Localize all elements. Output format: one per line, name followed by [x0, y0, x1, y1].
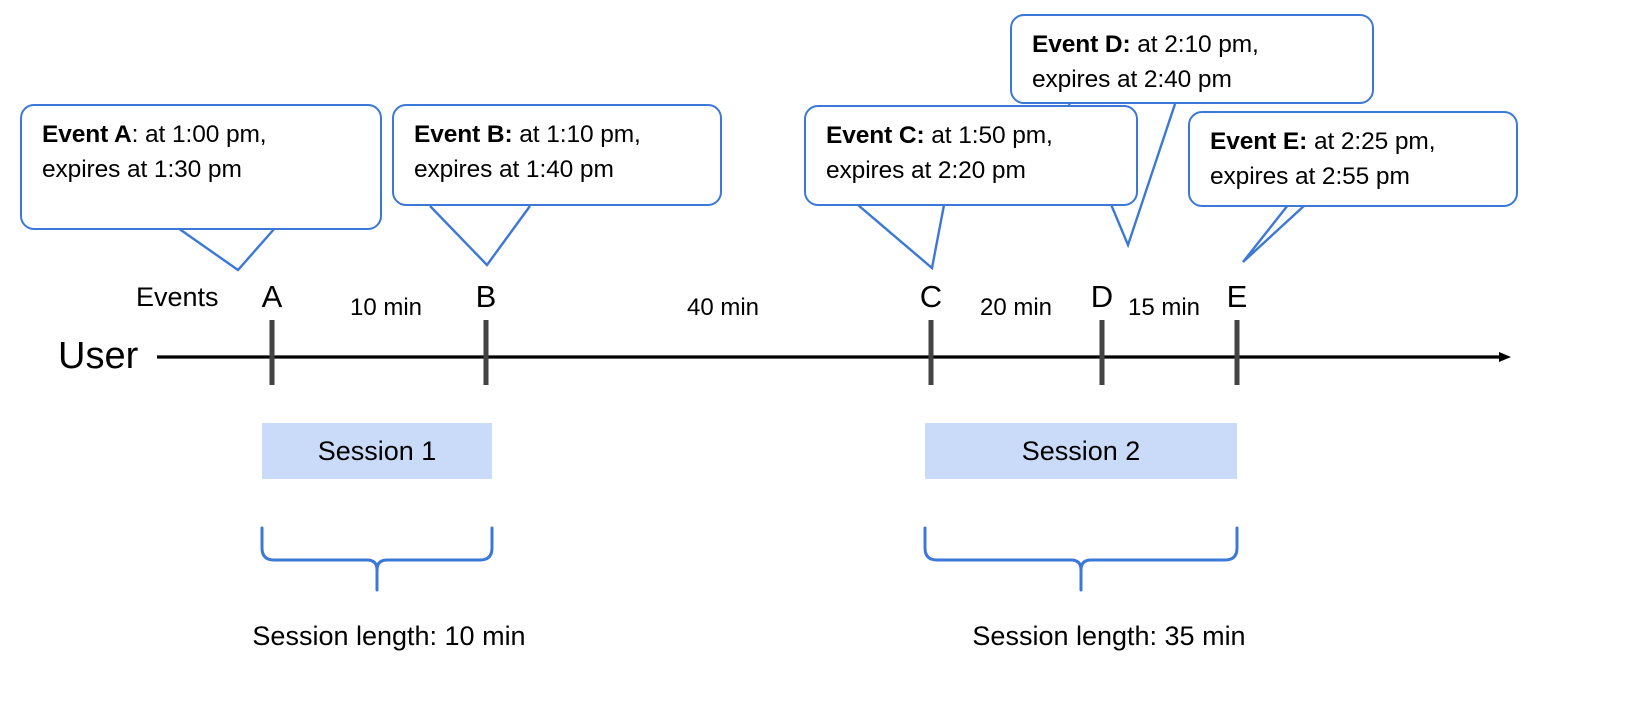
callout-event-c: Event C: at 1:50 pm, expires at 2:20 pm: [804, 105, 1138, 206]
callout-event-e-detail: at 2:25 pm, expires at 2:55 pm: [1210, 128, 1436, 190]
interval-label-c-d: 20 min: [979, 294, 1053, 321]
callout-event-d-detail: at 2:10 pm, expires at 2:40 pm: [1032, 31, 1259, 93]
callout-event-a-name: Event A: [42, 121, 132, 148]
session-bar-2-label: Session 2: [1021, 435, 1141, 466]
session-brace-1: [260, 526, 494, 572]
callout-event-b: Event B: at 1:10 pm, expires at 1:40 pm: [392, 104, 722, 206]
axis-row-label-user: User: [58, 335, 139, 377]
interval-label-b-c: 40 min: [686, 294, 760, 321]
event-marker-label-e: E: [1226, 279, 1248, 314]
event-marker-label-b: B: [475, 279, 497, 314]
callout-event-c-name: Event C:: [826, 122, 925, 149]
callout-tail-a: [177, 227, 276, 272]
session-length-caption-1: Session length: 10 min: [252, 621, 526, 651]
callout-event-e: Event E: at 2:25 pm, expires at 2:55 pm: [1188, 111, 1518, 207]
callout-event-a-separator: :: [131, 121, 139, 148]
session-bar-1: Session 1: [262, 423, 492, 479]
interval-label-d-e: 15 min: [1127, 294, 1201, 321]
event-marker-label-c: C: [919, 279, 943, 314]
callout-event-d: Event D: at 2:10 pm, expires at 2:40 pm: [1010, 14, 1374, 104]
callout-event-a: Event A: at 1:00 pm, expires at 1:30 pm: [20, 104, 382, 230]
callout-event-b-name: Event B:: [414, 121, 513, 148]
session-bar-1-label: Session 1: [317, 435, 437, 466]
interval-label-a-b: 10 min: [349, 294, 423, 321]
session-brace-2: [923, 526, 1239, 572]
callout-tail-e: [1242, 204, 1306, 263]
session-length-caption-2: Session length: 35 min: [972, 621, 1246, 651]
callout-tail-c: [857, 204, 946, 271]
session-bar-2: Session 2: [925, 423, 1237, 479]
callout-event-c-detail: at 1:50 pm, expires at 2:20 pm: [826, 122, 1053, 184]
callout-tail-b: [429, 205, 531, 267]
callout-event-a-detail: at 1:00 pm, expires at 1:30 pm: [42, 121, 267, 183]
event-marker-label-d: D: [1090, 279, 1114, 314]
axis-events-label: Events: [136, 282, 219, 312]
callout-event-d-name: Event D:: [1032, 31, 1131, 58]
callout-event-b-detail: at 1:10 pm, expires at 1:40 pm: [414, 121, 641, 183]
callout-event-e-name: Event E:: [1210, 128, 1308, 155]
event-marker-label-a: A: [261, 279, 283, 314]
